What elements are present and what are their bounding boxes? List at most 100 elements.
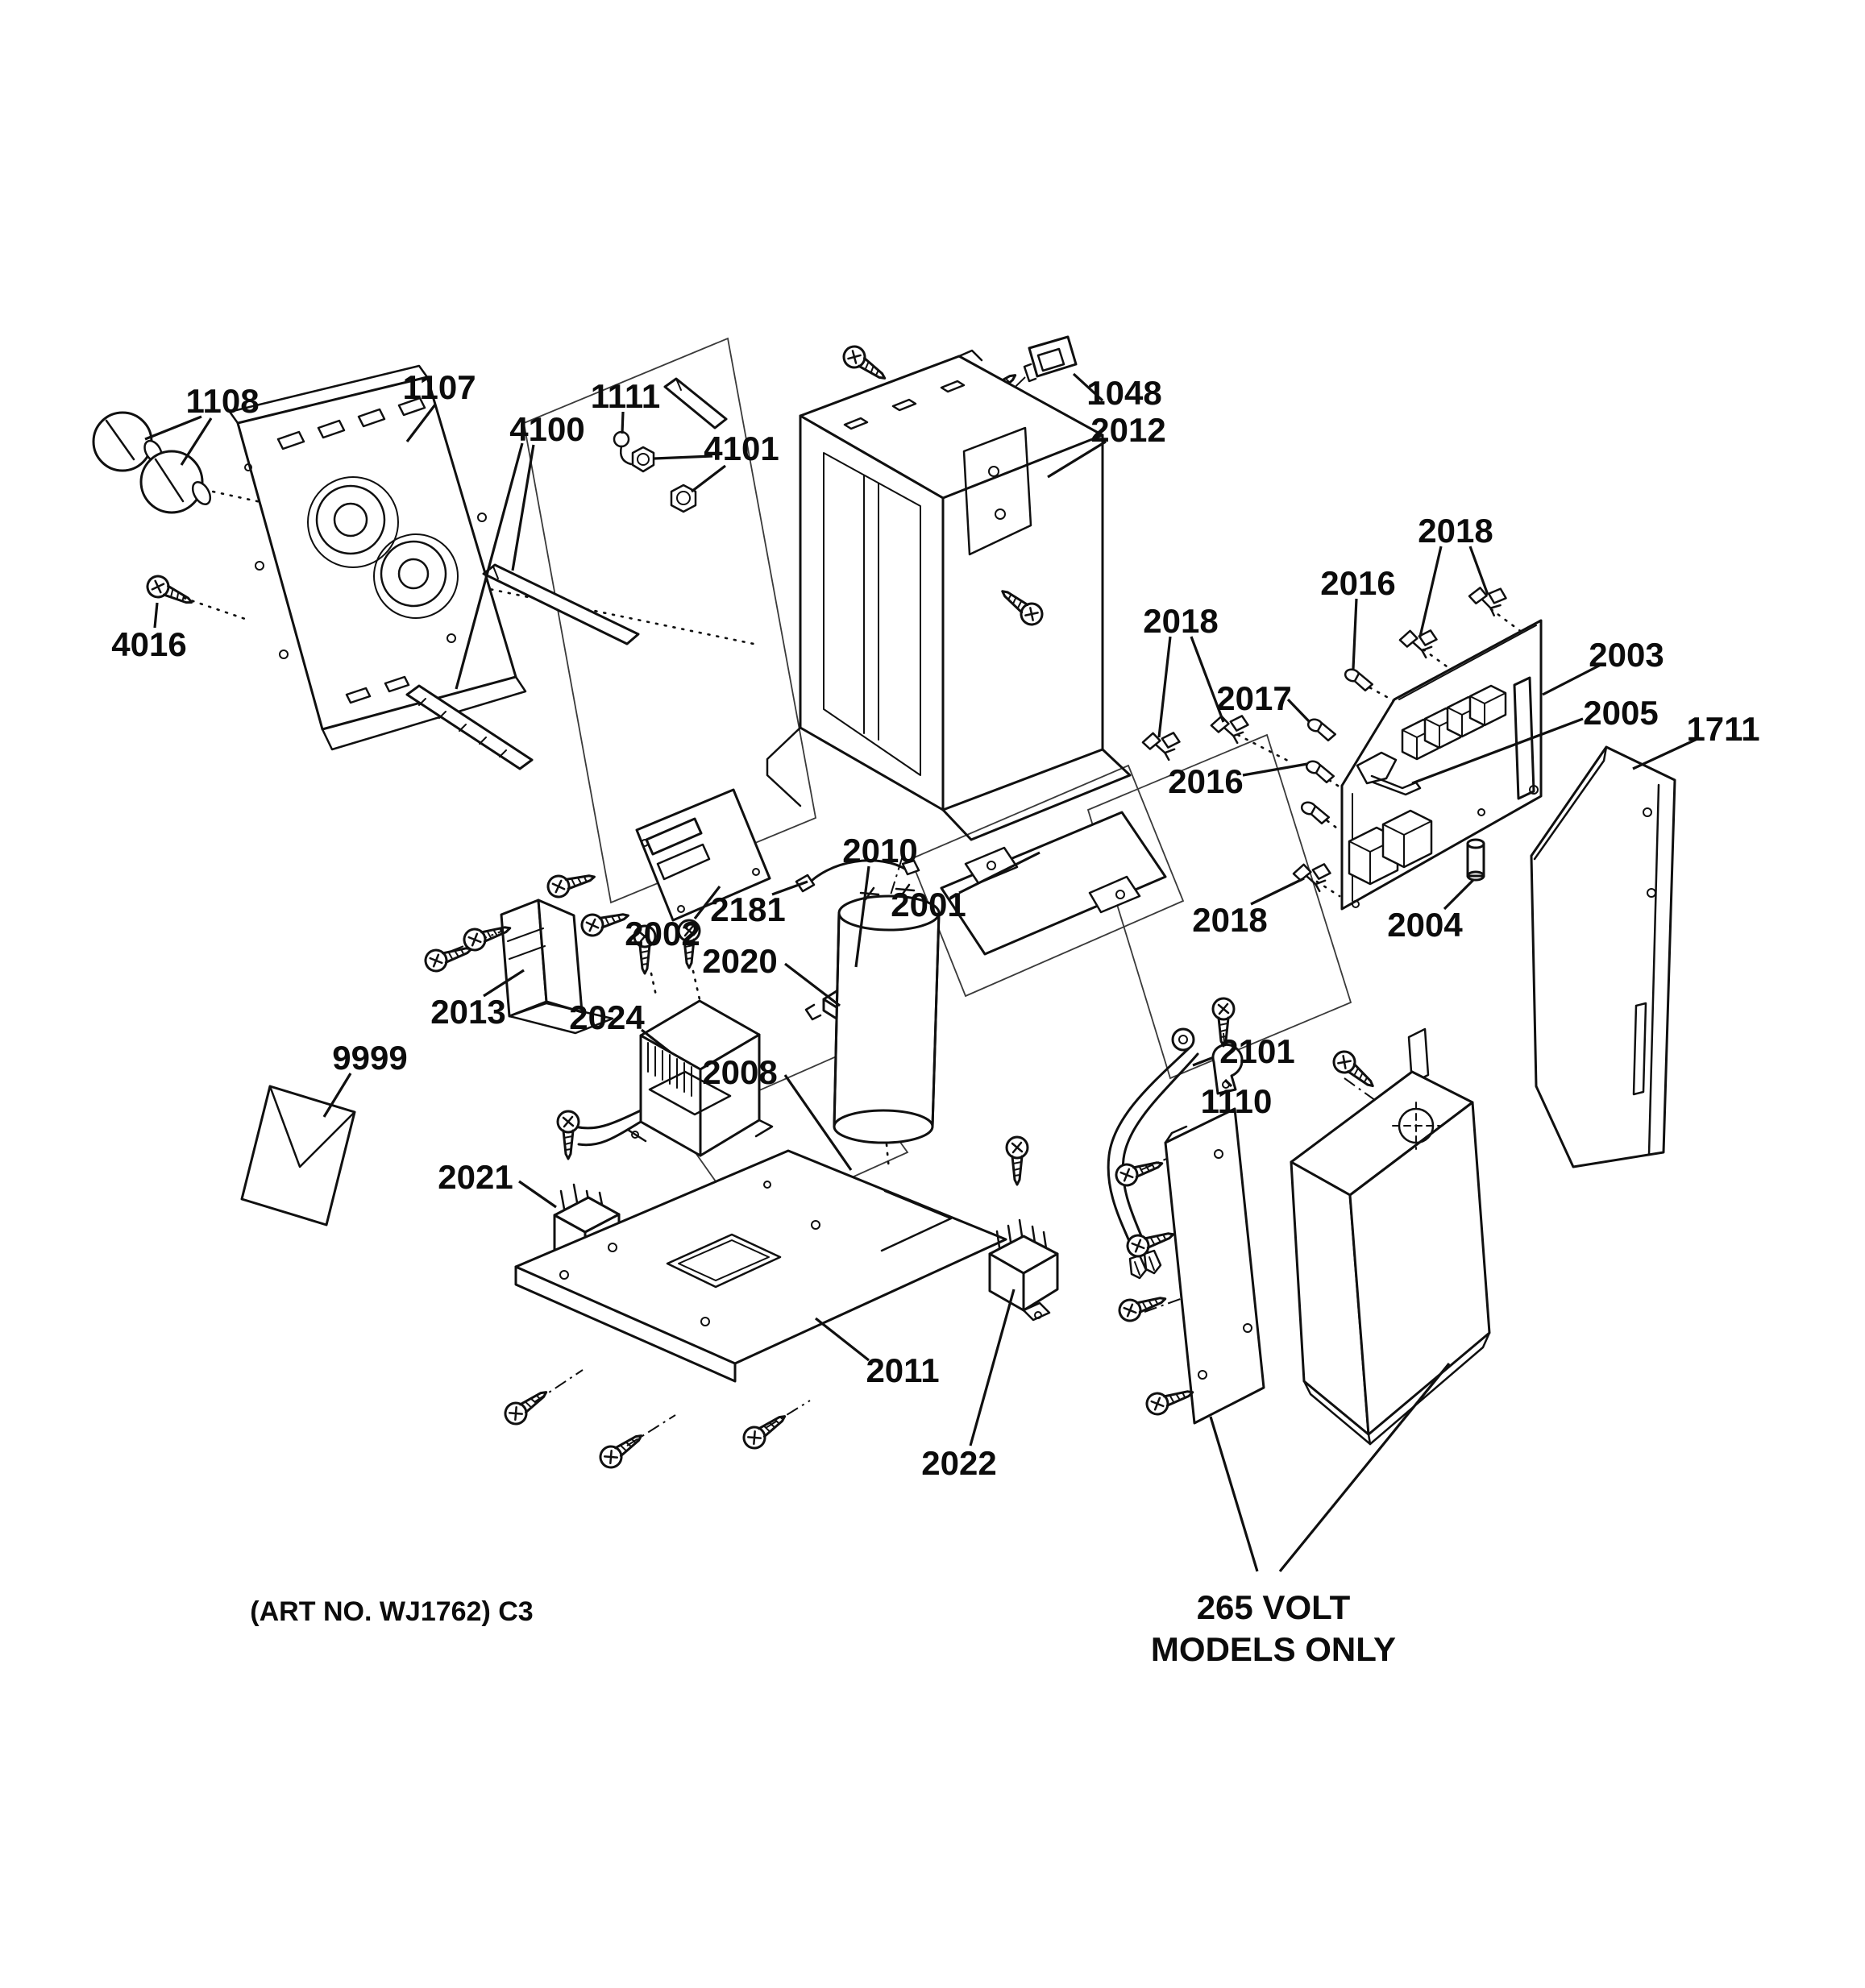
leader-line (1047, 440, 1107, 479)
callout-2012: 2012 (1090, 411, 1165, 449)
callout-2016: 2016 (1168, 762, 1243, 800)
leader-line (180, 417, 213, 466)
leader-line (693, 886, 721, 919)
leader-line (405, 404, 437, 442)
leader-line (654, 454, 713, 460)
callout-2024: 2024 (569, 998, 645, 1036)
bracket-2013 (422, 899, 614, 1035)
envelope-9999 (240, 1085, 356, 1226)
callout-2004: 2004 (1387, 906, 1463, 944)
nuts-4101 (631, 446, 697, 513)
leader-line (1411, 717, 1584, 785)
callout-2181: 2181 (710, 890, 785, 928)
pcb-2002 (544, 788, 771, 940)
leader-line (153, 602, 159, 629)
trim-strips (405, 377, 728, 770)
leader-line (511, 444, 535, 571)
callout-1111: 1111 (591, 377, 660, 415)
cover-panel-265v (1112, 1107, 1265, 1425)
callout-1711: 1711 (1686, 710, 1759, 748)
side-bracket-1711 (1530, 745, 1676, 1168)
leader-line (969, 1289, 1016, 1446)
switch-1048 (1023, 335, 1078, 383)
callout-2018: 2018 (1192, 901, 1267, 939)
callout-1108: 1108 (185, 382, 259, 420)
callout-2021: 2021 (438, 1158, 513, 1196)
control-knobs-1108 (92, 411, 212, 514)
leader-line (1286, 698, 1310, 723)
callout-2002: 2002 (625, 915, 700, 952)
callout-2017: 2017 (1216, 679, 1291, 717)
wire-harness-2101 (1107, 1027, 1199, 1280)
callout-2013: 2013 (430, 993, 505, 1031)
callout-2003: 2003 (1589, 636, 1664, 674)
cover-box-265v (1290, 1027, 1491, 1446)
leader-line (483, 969, 525, 998)
phantom-planes (522, 337, 1352, 1226)
capacitor-2020 (833, 883, 941, 1144)
control-panel-1107 (228, 364, 527, 751)
jumper-wire-2181 (795, 859, 920, 893)
leader-line (1352, 598, 1358, 670)
circuit-board-2003 (1340, 619, 1543, 911)
stud-1111 (613, 430, 633, 466)
leader-line (1072, 372, 1104, 402)
leader-line (1468, 546, 1489, 596)
callout-4016: 4016 (111, 625, 186, 663)
leader-line (1250, 877, 1305, 906)
leader-line (1242, 762, 1308, 777)
leader-line (1418, 546, 1443, 637)
callout-2010: 2010 (842, 832, 917, 869)
callout-2016: 2016 (1320, 564, 1395, 602)
transformer-2024 (574, 919, 774, 1157)
leader-line (1223, 1078, 1233, 1088)
leader-line (144, 415, 202, 441)
leader-line (621, 411, 625, 434)
callout-2001: 2001 (891, 886, 966, 923)
leader-line (455, 442, 524, 690)
leader-line (691, 464, 726, 493)
leader-line (771, 880, 808, 896)
relay-2022 (988, 1135, 1059, 1322)
callout-2018: 2018 (1143, 602, 1218, 640)
leader-line (1190, 636, 1225, 723)
base-plate-2011 (500, 1149, 1007, 1473)
leader-line (641, 1028, 671, 1054)
callout-2022: 2022 (921, 1444, 996, 1482)
screw-4016 (143, 571, 197, 613)
control-box-2012 (766, 349, 1132, 841)
voltage-note-line1: 265 VOLT (1197, 1588, 1351, 1626)
callout-2020: 2020 (702, 942, 777, 980)
leader-line (784, 962, 841, 1007)
voltage-note-line2: MODELS ONLY (1151, 1630, 1396, 1668)
callout-9999: 9999 (332, 1039, 407, 1077)
leader-line (1542, 662, 1603, 696)
callout-2008: 2008 (702, 1053, 777, 1091)
callout-1048: 1048 (1086, 374, 1161, 412)
callout-4101: 4101 (704, 430, 779, 467)
callout-1110: 1110 (1201, 1082, 1273, 1120)
leader-line (518, 1180, 557, 1209)
leader-line (1632, 737, 1700, 770)
callout-2101: 2101 (1219, 1032, 1294, 1070)
leader-line (1209, 1416, 1259, 1572)
leader-line (958, 851, 1040, 894)
spacer-2004 (1466, 838, 1485, 882)
callout-2005: 2005 (1583, 694, 1658, 732)
leader-line (1192, 1056, 1215, 1067)
leader-line (854, 865, 870, 968)
leader-line (1157, 636, 1172, 738)
callout-2018: 2018 (1418, 512, 1493, 550)
leader-line (1278, 1362, 1451, 1573)
leader-line (322, 1073, 352, 1118)
panel-2001 (940, 811, 1167, 956)
callout-1107: 1107 (402, 368, 476, 406)
leader-line (783, 1074, 853, 1171)
callout-2011: 2011 (866, 1351, 939, 1389)
callout-4100: 4100 (509, 410, 584, 448)
art-number-note: (ART NO. WJ1762) C3 (250, 1596, 533, 1627)
leader-line (1443, 878, 1475, 911)
